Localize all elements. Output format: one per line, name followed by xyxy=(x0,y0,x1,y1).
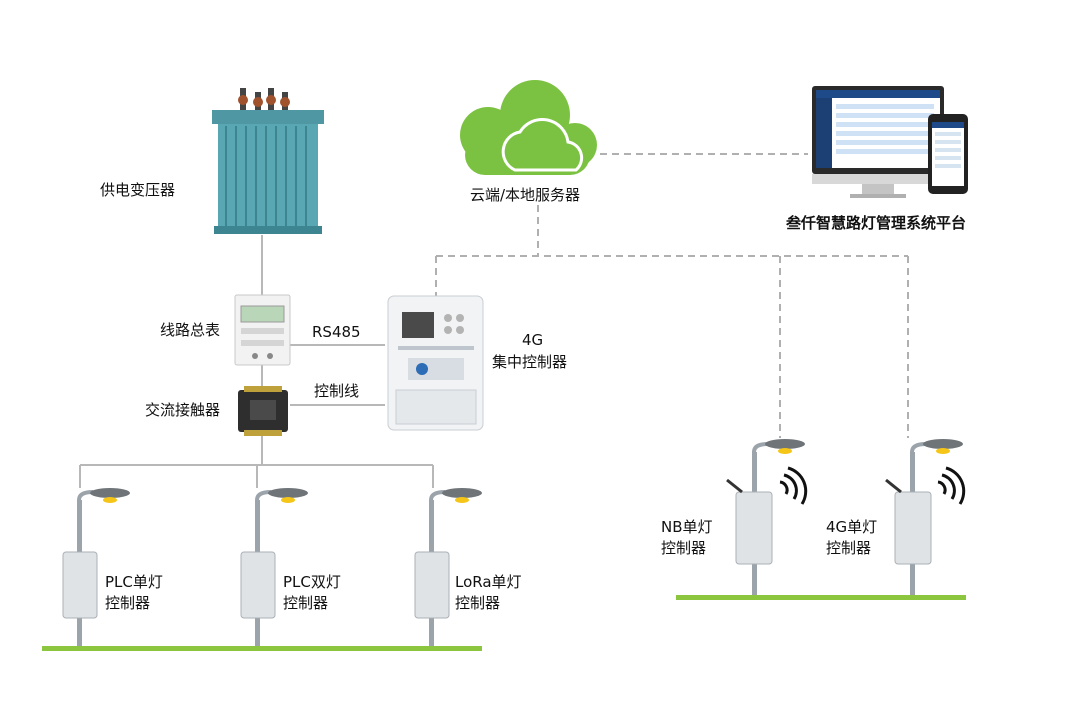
plc-double-label-line2: 控制器 xyxy=(283,594,329,612)
lora-single-label-line1: LoRa单灯 xyxy=(455,573,522,591)
plc-single-label-line1: PLC单灯 xyxy=(105,573,163,591)
street-lamp-plc-single xyxy=(62,488,130,646)
monitor-icon xyxy=(812,86,944,198)
meter-image xyxy=(234,294,291,366)
ground-line-left xyxy=(42,646,482,651)
concentrator-label-line2: 集中控制器 xyxy=(492,353,568,371)
lora-single-label-line2: 控制器 xyxy=(455,594,501,612)
nb-single-label-line1: NB单灯 xyxy=(661,518,713,536)
g4-single-label-line1: 4G单灯 xyxy=(826,518,878,536)
phone-icon xyxy=(928,114,968,194)
solid-connection-lines xyxy=(79,235,434,488)
transformer-label: 供电变压器 xyxy=(100,181,176,199)
street-lamp-nb-single xyxy=(726,439,805,595)
platform-label: 叁仟智慧路灯管理系统平台 xyxy=(786,214,967,232)
meter-label: 线路总表 xyxy=(160,321,221,339)
concentrator-image xyxy=(387,295,484,431)
g4-single-label-line2: 控制器 xyxy=(826,539,872,557)
cloud-icon xyxy=(460,80,597,175)
concentrator-label-line1: 4G xyxy=(522,331,544,349)
street-lamp-4g-single xyxy=(885,439,963,595)
plc-single-label-line2: 控制器 xyxy=(105,594,151,612)
nb-single-label-line2: 控制器 xyxy=(661,539,707,557)
ground-line-right xyxy=(676,595,966,600)
cloud-inner-outline xyxy=(501,118,584,172)
contactor-label: 交流接触器 xyxy=(145,401,221,419)
street-lamp-plc-double xyxy=(240,488,308,646)
wifi-signal-icon-nb xyxy=(779,466,808,505)
plc-double-label-line1: PLC双灯 xyxy=(283,573,341,591)
control-line-label: 控制线 xyxy=(314,382,360,400)
contactor-image xyxy=(238,386,288,436)
cloud-server-label: 云端/本地服务器 xyxy=(470,186,581,204)
street-lamp-lora-single xyxy=(414,488,482,646)
transformer-image xyxy=(212,88,324,234)
dashed-network-lines xyxy=(435,153,909,438)
rs485-label: RS485 xyxy=(312,323,361,341)
wifi-signal-icon-4g xyxy=(937,466,966,505)
